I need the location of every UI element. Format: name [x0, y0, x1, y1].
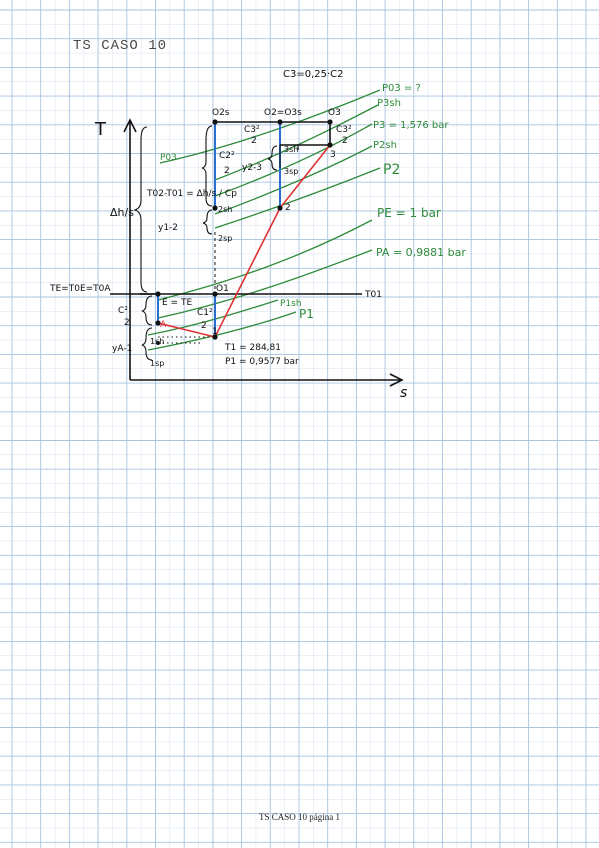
isobar-pe	[157, 219, 373, 301]
label-p3: P3 = 1,576 bar	[373, 120, 449, 131]
state-points	[155, 119, 333, 345]
brace-c2	[201, 125, 213, 207]
label-e-te: E = TE	[162, 298, 192, 308]
point-o2	[277, 119, 283, 125]
label-t01: T01	[364, 290, 382, 300]
label-p2sh: P2sh	[373, 140, 397, 151]
label-3sp: 3sp	[284, 167, 298, 176]
label-a: A	[160, 320, 167, 330]
page-header: TS CASO 10	[73, 38, 168, 54]
process-line	[157, 144, 331, 338]
note-top: C3=0,25·C2	[283, 69, 344, 80]
label-t1: T1 = 284,81	[224, 343, 281, 353]
label-o2s: O2s	[212, 108, 230, 118]
label-c3sq-right-den: 2	[342, 136, 348, 146]
point-a	[155, 320, 161, 326]
label-c-left-den: 2	[124, 318, 130, 328]
braces	[133, 125, 278, 361]
label-to2-to1: T02-T01 = Δh/s / Cp	[146, 189, 237, 199]
label-p03-left: P03	[160, 153, 177, 163]
brace-dh	[133, 126, 148, 293]
label-c1sq: C1²	[197, 308, 213, 318]
isobar-p2	[214, 167, 381, 229]
isobar-p3sh	[214, 104, 379, 181]
brace-ya1	[141, 327, 153, 361]
point-2	[277, 205, 283, 211]
label-pe: PE = 1 bar	[377, 206, 441, 220]
brace-y23	[267, 145, 278, 171]
t-axis-arrow	[123, 118, 137, 133]
point-2sh	[212, 205, 218, 211]
label-ya1: yA-1	[112, 344, 132, 354]
label-c3sq-right: C3²	[336, 125, 352, 135]
label-o2-o3s: O2=O3s	[264, 108, 302, 118]
label-c-left: C²	[118, 306, 128, 316]
label-p1: P1	[299, 307, 314, 321]
label-3sh: 3sh	[284, 145, 298, 154]
label-2sh: 2sh	[218, 205, 232, 214]
page-footer: TS CASO 10 página 1	[259, 812, 340, 822]
label-p2: P2	[383, 162, 400, 178]
point-1sh	[156, 341, 160, 345]
label-o1: O1	[216, 284, 229, 294]
label-2sp: 2sp	[218, 234, 232, 243]
label-3: 3	[330, 150, 336, 160]
isobar-p1	[147, 311, 297, 351]
t-axis-label: T	[94, 119, 107, 140]
isobar-p2sh	[214, 145, 373, 215]
axes	[123, 118, 404, 387]
point-3	[327, 142, 333, 148]
label-1sh: 1sh	[150, 337, 164, 346]
label-c1sq-den: 2	[201, 321, 207, 331]
point-e	[155, 291, 161, 297]
label-y23: y2-3	[242, 163, 262, 173]
point-o2s	[212, 119, 218, 125]
isobar-p3	[214, 123, 373, 197]
label-1sp: 1sp	[150, 359, 164, 368]
green-labels: P03 = ? P3sh P3 = 1,576 bar P2sh P2 PE =…	[160, 83, 466, 321]
isobars	[147, 89, 381, 351]
s-axis-arrow	[389, 373, 404, 387]
point-o1	[212, 291, 218, 297]
isobar-pa	[157, 249, 373, 319]
label-c3sq-top-den: 2	[251, 136, 257, 146]
label-o3: O3	[328, 108, 341, 118]
label-c3sq-top: C3²	[244, 125, 260, 135]
isobar-p1sh	[147, 299, 279, 336]
isobar-p03	[159, 89, 381, 164]
label-pa: PA = 0,9881 bar	[376, 246, 466, 259]
label-p1sh: P1sh	[280, 299, 302, 309]
black-labels: C3=0,25·C2 O2s O2=O3s O3 C3² 2 C3² 2 3sh…	[49, 69, 382, 368]
label-te-eq: TE=T0E=T0A	[49, 284, 111, 294]
label-1: 1	[212, 327, 218, 337]
label-p1val: P1 = 0,9577 bar	[225, 357, 299, 367]
point-1	[212, 334, 218, 340]
s-axis-label: s	[400, 385, 407, 401]
label-2: 2	[285, 203, 291, 213]
label-p03: P03 = ?	[382, 83, 421, 94]
brace-y12	[202, 209, 213, 235]
point-o3	[327, 119, 333, 125]
label-p3sh: P3sh	[377, 98, 401, 109]
label-dh: Δh/s	[110, 206, 134, 219]
brace-left-c	[141, 295, 153, 326]
label-c2sq: C2²	[219, 151, 235, 161]
label-y12: y1-2	[158, 223, 178, 233]
label-c2sq-den: 2	[224, 166, 230, 176]
